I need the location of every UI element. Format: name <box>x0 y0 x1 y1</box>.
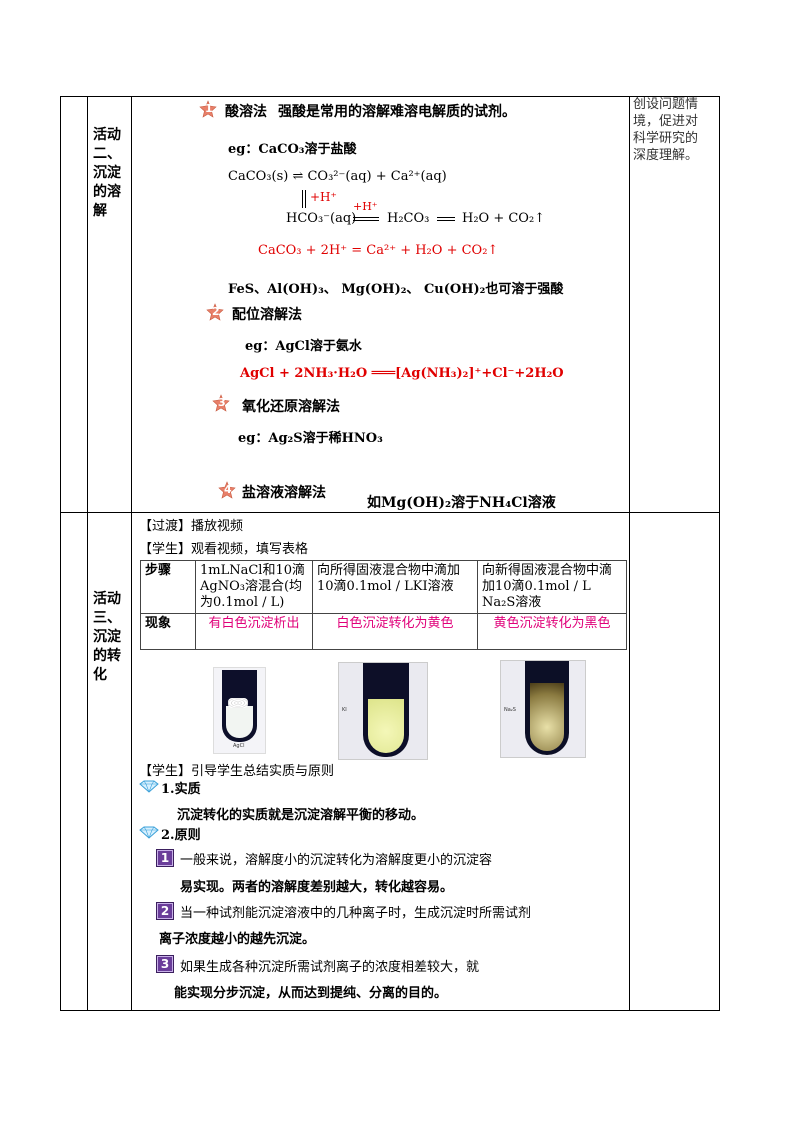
flower-badge-4-icon <box>218 481 236 499</box>
activity-three-label: 活动三、沉淀的转化 <box>93 591 121 683</box>
reaction-arrow-2 <box>437 217 455 218</box>
phenomenon-cell-2: 白色沉淀转化为黄色 <box>312 613 478 650</box>
badge-1-number: 1 <box>205 102 213 115</box>
principle-title: 2.原则 <box>161 828 201 843</box>
column-divider-2 <box>131 96 132 1011</box>
principle-3-line-2: 能实现分步沉淀，从而达到提纯、分离的目的。 <box>174 986 448 1001</box>
badge-3-number: 3 <box>218 396 226 409</box>
carbonic-acid: H₂CO₃ <box>387 211 430 226</box>
step-cell-2: 向所得固液混合物中滴加10滴0.1mol / LKI溶液 <box>312 560 478 614</box>
student-line-2: 【学生】引导学生总结实质与原则 <box>139 764 335 779</box>
method-4-title: 盐溶液溶解法 <box>242 485 326 501</box>
h-plus-label-2: +H⁺ <box>353 200 378 213</box>
row-divider <box>60 512 720 513</box>
example-4: 如Mg(OH)₂溶于NH₄Cl溶液 <box>367 495 556 511</box>
essence-title: 1.实质 <box>161 782 201 797</box>
agcl-ammonia-equation: AgCl + 2NH₃·H₂O ═══[Ag(NH₃)₂]⁺+Cl⁻+2H₂O <box>240 366 564 381</box>
column-divider-3 <box>629 96 630 1011</box>
principle-1-line-2: 易实现。两者的溶解度差别越大，转化越容易。 <box>180 880 454 895</box>
photo-label-ki: KI <box>342 707 347 713</box>
flower-badge-3-icon <box>212 394 230 412</box>
photo-ki: KI <box>338 662 428 760</box>
reaction-arrow-1 <box>353 217 379 218</box>
total-equation: CaCO₃ + 2H⁺ = Ca²⁺ + H₂O + CO₂↑ <box>258 243 499 258</box>
step-cell-1: 1mLNaCl和10滴AgNO₃溶混合(均为0.1mol / L) <box>195 560 313 614</box>
bicarbonate-ion: HCO₃⁻(aq) <box>286 211 357 226</box>
method-2-title: 配位溶解法 <box>232 307 302 323</box>
principle-2-line-1: 当一种试剂能沉淀溶液中的几种离子时，生成沉淀时所需试剂 <box>180 906 532 921</box>
phenomenon-cell-3: 黄色沉淀转化为黑色 <box>477 613 627 650</box>
table-left-border <box>60 96 61 1011</box>
method-1-desc: 强酸是常用的溶解难溶电解质的试剂。 <box>278 104 516 120</box>
principle-3-line-1: 如果生成各种沉淀所需试剂离子的浓度相差较大，就 <box>180 960 480 975</box>
step-cell-3: 向新得固液混合物中滴加10滴0.1mol / L Na₂S溶液 <box>477 560 627 614</box>
activity-two-label: 活动二、沉淀的溶解 <box>93 127 121 219</box>
principle-badge-3: 3 <box>156 955 174 973</box>
essence-text: 沉淀转化的实质就是沉淀溶解平衡的移动。 <box>177 808 425 823</box>
flower-badge-1-icon <box>199 100 217 118</box>
flower-badge-2-icon <box>206 303 224 321</box>
reaction-arrow-2b <box>437 220 455 221</box>
diamond-icon-2 <box>139 826 159 839</box>
photo-agcl: AgCl <box>213 667 266 754</box>
other-acid-soluble: FeS、Al(OH)₃、 Mg(OH)₂、 Cu(OH)₂也可溶于强酸 <box>228 282 564 297</box>
example-1: eg：CaCO₃溶于盐酸 <box>228 142 357 157</box>
principle-2-line-2: 离子浓度越小的越先沉淀。 <box>159 932 316 947</box>
dissolution-equation: CaCO₃(s) ⇌ CO₃²⁻(aq) + Ca²⁺(aq) <box>228 169 447 184</box>
student-line-1: 【学生】观看视频，填写表格 <box>139 542 309 557</box>
photo-label-na2s: Na₂S <box>504 707 516 713</box>
badge-4-number: 4 <box>224 483 232 496</box>
principle-badge-1: 1 <box>156 849 174 867</box>
photo-na2s: Na₂S <box>500 660 586 758</box>
table-bottom-border <box>60 1010 720 1011</box>
photo-label-agcl: AgCl <box>233 743 245 749</box>
principle-badge-2: 2 <box>156 902 174 920</box>
table-right-border <box>719 96 720 1011</box>
equilibrium-arrow-left <box>302 190 303 208</box>
table-top-border <box>60 96 720 97</box>
table-row: 现象 有白色沉淀析出 白色沉淀转化为黄色 黄色沉淀转化为黑色 <box>140 613 627 650</box>
experiment-table: 步骤 1mLNaCl和10滴AgNO₃溶混合(均为0.1mol / L) 向所得… <box>140 560 627 650</box>
phenomenon-header: 现象 <box>140 613 196 650</box>
diamond-icon-1 <box>139 780 159 793</box>
example-3: eg：Ag₂S溶于稀HNO₃ <box>238 431 383 446</box>
principle-1-line-1: 一般来说，溶解度小的沉淀转化为溶解度更小的沉淀容 <box>180 853 493 868</box>
step-header: 步骤 <box>140 560 196 614</box>
teaching-note: 创设问题情境，促进对科学研究的深度理解。 <box>633 97 699 163</box>
method-3-title: 氧化还原溶解法 <box>242 399 340 415</box>
transition-line: 【过渡】播放视频 <box>139 519 244 534</box>
phenomenon-cell-1: 有白色沉淀析出 <box>195 613 313 650</box>
reaction-arrow-1b <box>353 220 379 221</box>
column-divider-1 <box>87 96 88 1011</box>
equilibrium-arrow-right <box>305 190 306 208</box>
example-2: eg：AgCl溶于氨水 <box>245 339 362 354</box>
table-row: 步骤 1mLNaCl和10滴AgNO₃溶混合(均为0.1mol / L) 向所得… <box>140 560 627 614</box>
method-1-title: 酸溶法 <box>225 104 267 120</box>
decomposition-products: H₂O + CO₂↑ <box>462 211 546 226</box>
badge-2-number: 2 <box>212 305 220 318</box>
h-plus-label-1: +H⁺ <box>310 190 337 204</box>
